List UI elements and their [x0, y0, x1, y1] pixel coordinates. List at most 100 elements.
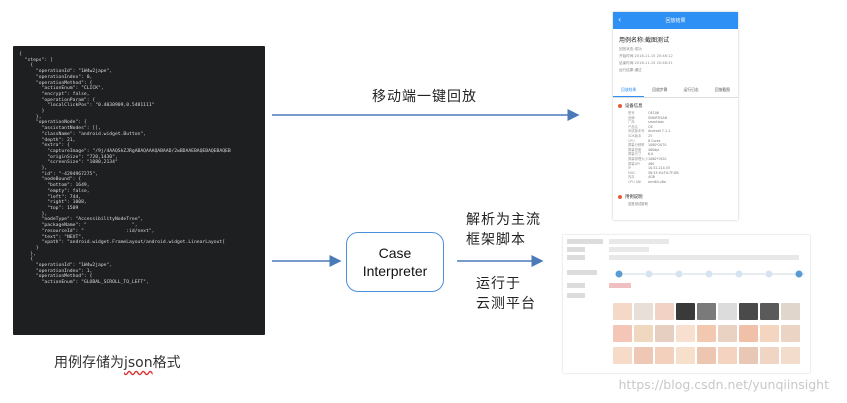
device-info-value: SMARTISAN: [648, 115, 668, 120]
json-code-panel: { "steps": [ { "operationId": "1W4w2jape…: [13, 46, 265, 335]
device-info-key: 屏幕密度: [628, 147, 642, 152]
interpreter-line2: Interpreter: [362, 263, 428, 279]
web-row-0b: [609, 239, 669, 244]
device-info-value: smartisan: [648, 120, 665, 125]
phone-app-text: 这是测试用例: [628, 201, 648, 206]
device-info-key: 品牌: [628, 115, 635, 120]
phone-topbar: ‹ 回放结果: [613, 12, 738, 29]
screenshot-thumbnail: [676, 325, 695, 342]
screenshot-thumbnail: [613, 325, 632, 342]
phone-meta-3: 运行结果:通过: [619, 68, 642, 72]
screenshot-thumbnail: [718, 325, 737, 342]
screenshot-thumbnail: [676, 347, 695, 364]
screenshot-thumbnail: [697, 325, 716, 342]
device-info-key: SDK版本: [628, 133, 642, 138]
phone-meta-2: 结束时间:2018-11-15 20:48:31: [619, 61, 673, 65]
device-info-row: 屏幕密度 480dpi: [613, 148, 738, 153]
screenshot-thumbnail: [613, 303, 632, 320]
phone-section-device-label: 设备信息: [625, 104, 643, 109]
device-info-value: 480dpi: [648, 147, 660, 152]
phone-tab-1: 回放步骤: [652, 87, 668, 92]
screenshot-thumbnail: [655, 347, 674, 364]
device-info-value: 4GB: [648, 175, 655, 180]
device-info-key: MAC: [628, 170, 636, 175]
json-code-text: { "steps": [ { "operationId": "1W4w2jape…: [19, 52, 231, 286]
screenshot-thumbnail: [697, 347, 716, 364]
device-info-value: arm64-v8a: [648, 179, 666, 184]
device-info-value: Android 7.1.1: [648, 129, 671, 134]
screenshot-thumbnail: [781, 303, 800, 320]
screenshot-thumbnail: [781, 347, 800, 364]
screenshot-thumbnail: [739, 303, 758, 320]
screenshot-thumbnail: [634, 347, 653, 364]
device-info-row: 屏幕物理大小1080*1920: [613, 157, 738, 162]
device-section-icon: [618, 104, 622, 108]
phone-tab-2: 运行日志: [683, 87, 699, 92]
web-row-2: [567, 255, 585, 260]
phone-tab-3: 回放截图: [714, 87, 730, 92]
label-parse-line1: 解析为主流: [466, 212, 541, 228]
phone-tab-0: 回放结果: [613, 84, 645, 97]
back-icon: ‹: [618, 15, 622, 24]
phone-case-name: 用例名称:截图测试: [619, 37, 670, 44]
device-info-key: 屏幕DPI: [628, 161, 641, 166]
web-row-2b: [609, 255, 799, 260]
device-info-value: 480: [648, 161, 655, 166]
web-row-5: [567, 293, 585, 298]
json-caption-json: json: [124, 355, 153, 371]
device-info-key: 型号: [628, 111, 635, 115]
web-row-1b: [609, 247, 649, 252]
label-parse: 解析为主流 框架脚本: [466, 210, 541, 250]
mobile-replay-screenshot: ‹ 回放结果 用例名称:截图测试 回放状态:成功 开始时间:2018-11-15…: [613, 12, 738, 220]
json-caption-suffix: 格式: [152, 355, 181, 371]
screenshot-thumbnail: [781, 325, 800, 342]
device-info-row: 屏幕DPI 480: [613, 162, 738, 167]
app-section-icon: [618, 194, 622, 199]
screenshot-thumbnail: [697, 303, 716, 320]
device-info-key: CPU ABI: [628, 179, 642, 184]
screenshot-thumbnail: [613, 347, 632, 364]
device-info-row: CPU ABI arm64-v8a: [613, 180, 738, 185]
device-info-value: 1080*1920: [648, 156, 667, 161]
device-info-key: 内存: [628, 175, 635, 180]
device-info-row: 品牌 SMARTISAN: [613, 116, 738, 121]
screenshot-thumbnail: [760, 303, 779, 320]
device-info-row: 内存 4GB: [613, 175, 738, 180]
screenshot-thumbnail: [718, 303, 737, 320]
phone-section-app-label: 用例说明: [625, 194, 643, 200]
label-run-line1: 运行于: [476, 276, 521, 292]
web-step-progress: [615, 270, 805, 278]
screenshot-thumbnail: [634, 325, 653, 342]
device-info-value: 8 Cores: [648, 138, 661, 143]
screenshot-thumbnail: [655, 303, 674, 320]
screenshot-thumbnail: [739, 325, 758, 342]
json-caption: 用例存储为json格式: [54, 352, 181, 372]
screenshot-thumbnail: [718, 347, 737, 364]
phone-tabs: 回放结果 回放步骤 运行日志 回放截图: [613, 84, 738, 98]
label-parse-line2: 框架脚本: [466, 232, 526, 248]
web-row-4b: [609, 283, 631, 288]
label-run-line2: 云测平台: [476, 296, 536, 312]
phone-header-title: 回放结果: [665, 18, 686, 24]
watermark: https://blog.csdn.net/yunqiinsight: [618, 377, 830, 392]
label-replay: 移动端一键回放: [372, 89, 477, 105]
screenshot-thumbnail: [739, 347, 758, 364]
device-info-value: OE: [648, 124, 653, 129]
device-info-key: 屏幕物理大小: [628, 156, 648, 161]
device-info-key: 屏幕尺寸: [628, 152, 642, 157]
label-run: 运行于 云测平台: [476, 274, 536, 314]
device-info-value: 25: [648, 133, 653, 138]
device-info-key: 系统版本号: [628, 129, 645, 134]
screenshot-thumbnail: [760, 347, 779, 364]
